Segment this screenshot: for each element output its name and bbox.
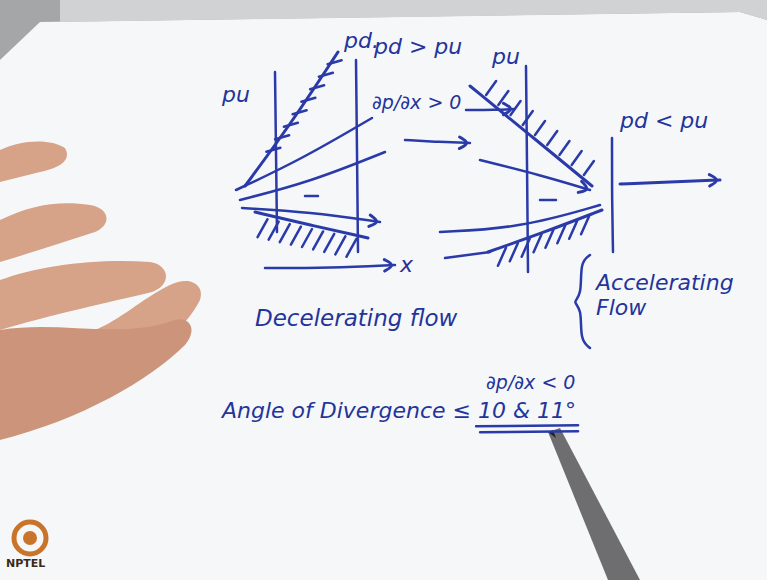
wall-hatch [291,227,301,245]
wall-hatch [346,239,356,257]
underline [480,431,578,432]
logo-ring [14,522,46,554]
pressure-label: pu [222,82,250,107]
arrowhead [384,260,391,272]
brace [575,255,590,348]
pressure-label: pu [492,44,520,69]
wall-hatch [275,135,289,139]
pressure-relation: pd < pu [620,108,708,133]
wall-hatch [559,141,569,155]
pen [548,428,640,580]
streamline [305,195,318,198]
pressure-label: pd. [344,28,379,53]
section-line [275,72,277,232]
flow-caption: Accelerating Flow [596,270,736,321]
wall-hatch [301,98,315,102]
flow-caption: Decelerating flow [255,305,457,331]
arrowhead [459,137,466,149]
wall-hatch [335,236,345,254]
wall-hatch [280,224,290,242]
wall-hatch [313,231,323,249]
streamline [440,205,600,232]
logo-text: NPTEL [6,558,45,571]
arrowhead [503,103,510,115]
wall-hatch [258,219,268,237]
wall-hatch [535,121,545,135]
divergence-note: Angle of Divergence ≤ 10 & 11° [222,398,576,423]
wall-hatch [569,221,577,239]
wall-hatch [498,248,506,266]
wall-hatch [302,229,312,247]
lower-wall [488,210,602,252]
wall-hatch [266,148,280,152]
axis-label: x [400,252,413,277]
paper-edge [60,0,767,22]
wall-hatch [310,85,324,89]
flow-arrow [405,140,470,143]
wall-hatch [486,81,496,95]
section-line [612,138,613,252]
x-axis [265,265,395,268]
streamline [445,252,490,258]
outflow-arrow [620,180,720,184]
wall-hatch [557,225,565,243]
upper-wall [470,86,592,186]
streamline [236,118,372,190]
wall-hatch [293,110,307,114]
wall-hatch [324,234,334,252]
pressure-relation: pd > pu [374,34,462,59]
wall-hatch [510,243,518,261]
gradient-label: ∂p/∂x < 0 [486,372,575,394]
streamline [540,199,556,202]
hand [0,141,201,440]
logo-dot [23,531,37,545]
flow-arrow [466,109,514,110]
wall-hatch [547,131,557,145]
arrowhead [578,181,586,192]
wall-hatch [572,151,582,165]
section-line [526,66,528,272]
arrowhead [709,175,716,187]
wall-hatch [319,73,333,77]
wall-hatch [284,123,298,127]
paper [0,12,767,580]
section-line [356,60,358,252]
wall-hatch [581,216,589,234]
wall-hatch [328,60,342,64]
arrowhead [369,215,377,226]
streamline [242,208,380,222]
streamline [240,152,385,200]
wall-hatch [584,161,594,175]
upper-wall [245,52,338,186]
wall-hatch [545,230,553,248]
underline [476,425,578,426]
streamline [480,160,590,190]
wall-hatch [534,234,542,252]
gradient-label: ∂p/∂x > 0 [372,92,461,114]
